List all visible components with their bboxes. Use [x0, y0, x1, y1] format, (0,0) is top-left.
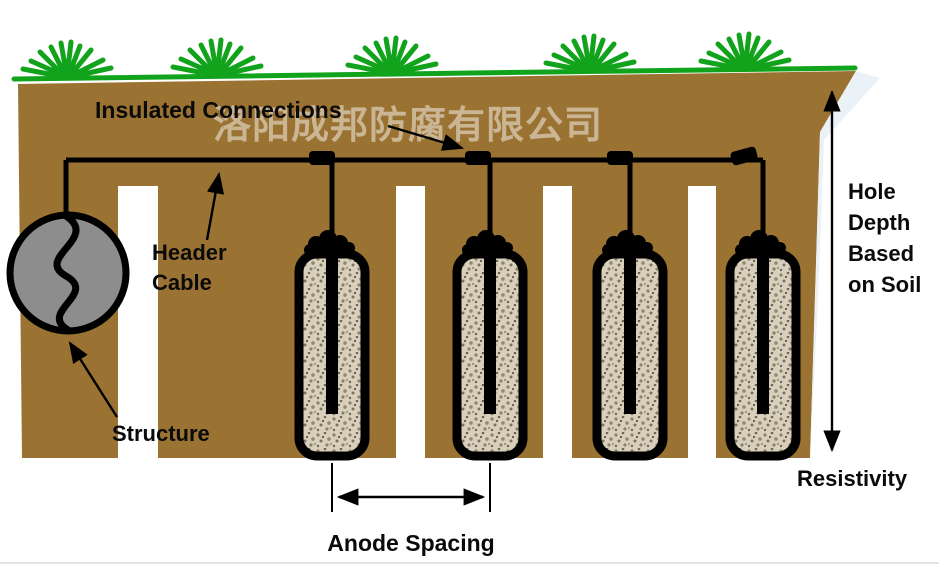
header-cable-label-line1: Header: [152, 240, 227, 265]
bottom-border: [0, 562, 939, 564]
grass-tuft-icon: [546, 36, 634, 71]
grass: [11, 34, 858, 82]
structure-circle-icon: [6, 211, 130, 335]
resistivity-label: Resistivity: [797, 466, 908, 491]
grass-tuft-icon: [701, 34, 789, 69]
hole-depth-label-line1: Hole: [848, 179, 896, 204]
structure-arrow: [68, 341, 119, 418]
structure-label: Structure: [112, 421, 210, 446]
grass-tuft-icon: [173, 40, 261, 75]
insulated-connections-arrow: [387, 124, 465, 151]
hole-depth-label-line3: Based: [848, 241, 914, 266]
structure-swirl: [53, 212, 80, 334]
insulated-connector-icon: [465, 151, 491, 165]
anode-spacing-label: Anode Spacing: [327, 530, 494, 556]
watermark-text: 洛阳成邦防腐有限公司: [213, 105, 603, 147]
insulated-connector-icon: [607, 151, 633, 165]
insulated-connector-icon: [309, 151, 335, 165]
header-cable-label-line2: Cable: [152, 270, 212, 295]
hole-depth-label-line4: on Soil: [848, 272, 921, 297]
insulated-connections-label: Insulated Connections: [95, 97, 342, 123]
grass-tuft-icon: [23, 42, 111, 77]
header-cable-arrow: [205, 171, 225, 241]
grass-tuft-icon: [348, 38, 436, 73]
insulated-connector-icon: [730, 146, 758, 166]
hole-depth-label-line2: Depth: [848, 210, 910, 235]
